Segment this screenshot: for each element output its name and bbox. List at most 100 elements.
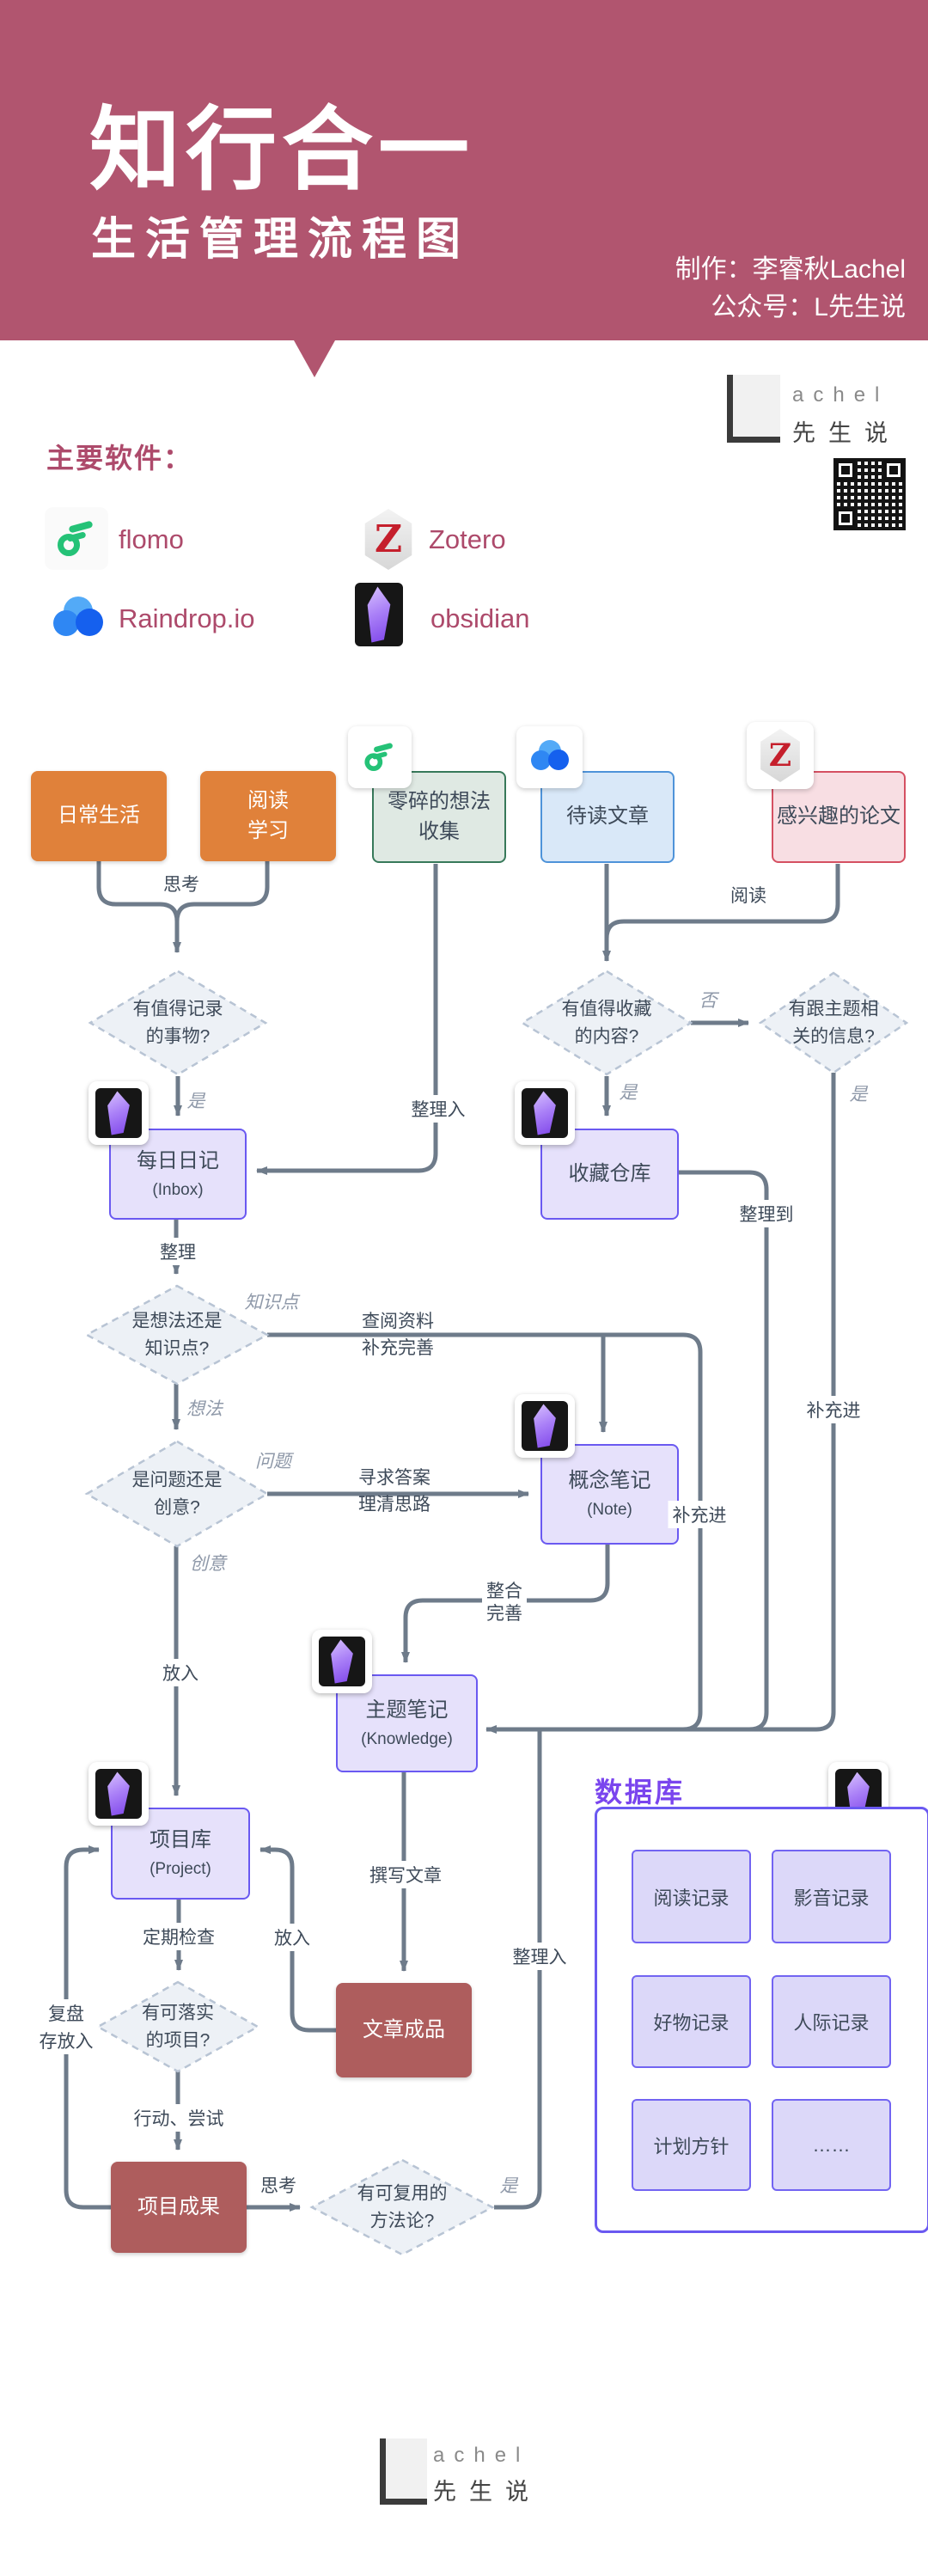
decision-idea-or-knowledge-label: 是想法还是 知识点? <box>131 1311 223 1359</box>
edge-label-creative: 创意 <box>190 1554 226 1574</box>
edge-label-question: 问题 <box>255 1452 291 1472</box>
software-item-raindrop: Raindrop.io <box>119 603 255 633</box>
raindrop-icon-small <box>516 726 583 788</box>
decision-reusable <box>309 2158 495 2256</box>
edge-label-supplement-a: 补充进 <box>668 1501 731 1528</box>
obsidian-badge-topic-note <box>312 1630 372 1693</box>
obsidian-badge-project-lib <box>89 1762 149 1826</box>
edge-reusable-organize-into <box>494 1731 542 2210</box>
edge-label-review-b: 存放入 <box>34 2027 98 2054</box>
decision-idea-or-knowledge <box>84 1284 270 1386</box>
zotero-icon: Z <box>364 509 412 570</box>
db-item-more: …… <box>772 2099 891 2191</box>
database-label: 数据库 <box>595 1777 686 1808</box>
decision-actionable-label: 有可落实 的项目? <box>142 2003 214 2051</box>
software-item-obsidian: obsidian <box>430 603 530 633</box>
obsidian-badge-daily-note <box>89 1081 149 1145</box>
edge-organize-to <box>675 1170 769 1732</box>
edge-label-read: 阅读 <box>730 886 766 906</box>
brand-cn: 先生说 <box>792 420 901 446</box>
edge-label-put-in-1: 放入 <box>158 1659 203 1686</box>
edge-label-organize: 整理 <box>156 1238 200 1265</box>
decision-question-or-creative-label: 是问题还是 创意? <box>131 1470 223 1518</box>
edge-label-organize-into: 整理入 <box>406 1095 470 1123</box>
db-item-goods: 好物记录 <box>632 1975 751 2068</box>
brand-latin: achel <box>792 383 889 407</box>
node-daily-life: 日常生活 <box>31 771 167 861</box>
decision-actionable <box>95 1980 260 2073</box>
software-item-zotero: Zotero <box>429 524 506 554</box>
zotero-icon-small: Z <box>747 722 814 789</box>
edge-consult-long <box>267 1332 703 1732</box>
edge-topic-supplement <box>485 1073 836 1734</box>
decision-collect-label: 有值得收藏 的内容? <box>561 999 652 1047</box>
decision-topic-related-label: 有跟主题相 关的信息? <box>788 999 879 1047</box>
edge-label-knowledge-point: 知识点 <box>244 1293 299 1312</box>
brand-cn-bottom: 先生说 <box>433 2479 541 2505</box>
brand-latin-bottom: achel <box>433 2444 530 2467</box>
obsidian-icon <box>355 583 403 646</box>
edge-label-write-article: 撰写文章 <box>365 1861 446 1888</box>
software-heading: 主要软件： <box>46 443 193 474</box>
node-concept-note: 概念笔记 (Note) <box>540 1444 679 1545</box>
brand-logo-top: achel 先生说 <box>727 375 888 446</box>
page-title: 知行合一 <box>89 100 474 201</box>
page-subtitle: 生活管理流程图 <box>91 215 471 265</box>
edge-label-yes-record: 是 <box>186 1092 205 1111</box>
edge-label-seek-b: 理清思路 <box>358 1495 430 1514</box>
db-item-reading: 阅读记录 <box>632 1850 751 1943</box>
edge-label-act-try: 行动、尝试 <box>129 2104 229 2132</box>
edge-organize-into-daily <box>256 864 438 1175</box>
edge-label-consult-a: 查阅资料 <box>362 1312 434 1331</box>
flomo-icon-small <box>348 726 412 788</box>
software-item-flomo: flomo <box>119 524 184 554</box>
node-reading-study: 阅读 学习 <box>200 771 336 861</box>
db-item-people: 人际记录 <box>772 1975 891 2068</box>
edge-label-review-a: 复盘 <box>44 1999 89 2027</box>
decision-record-label: 有值得记录 的事物? <box>132 999 223 1047</box>
credits: 制作：李睿秋Lachel 公众号：L先生说 <box>675 251 906 327</box>
flomo-icon <box>45 507 108 570</box>
edge-label-idea: 想法 <box>186 1399 223 1419</box>
edge-label-no-collect: 否 <box>699 991 717 1011</box>
brand-l-icon-bottom <box>380 2438 427 2505</box>
obsidian-badge-concept-note <box>515 1394 575 1458</box>
decision-question-or-creative <box>84 1440 270 1548</box>
db-item-media: 影音记录 <box>772 1850 891 1943</box>
decision-reusable-label: 有可复用的 方法论? <box>357 2183 448 2231</box>
decision-topic-related <box>758 971 909 1074</box>
node-idea-collection: 零碎的想法 收集 <box>372 771 506 863</box>
decision-record <box>88 970 268 1076</box>
edge-label-yes-collect: 是 <box>619 1083 638 1103</box>
decision-collect <box>520 970 693 1076</box>
edge-label-supplement-c: 补充进 <box>802 1396 865 1423</box>
brand-l-icon <box>727 375 780 443</box>
edge-papers-read <box>604 864 840 939</box>
raindrop-icon <box>53 597 103 641</box>
qr-code <box>833 458 906 530</box>
db-item-plans: 计划方针 <box>632 2099 751 2191</box>
obsidian-badge-collection-repo <box>515 1081 575 1145</box>
edge-label-think-2: 思考 <box>260 2176 296 2196</box>
brand-logo-bottom: achel 先生说 <box>380 2438 528 2505</box>
edge-label-integrate-b: 完善 <box>482 1599 527 1626</box>
edge-label-consult-b: 补充完善 <box>362 1338 434 1358</box>
edge-label-seek-a: 寻求答案 <box>358 1468 430 1488</box>
node-project-outcome: 项目成果 <box>111 2162 247 2253</box>
edge-label-organize-to: 整理到 <box>735 1200 798 1227</box>
node-to-read: 待读文章 <box>540 771 675 863</box>
edge-label-put-in-2: 放入 <box>270 1924 314 1951</box>
header-pointer <box>294 340 335 377</box>
node-papers: 感兴趣的论文 <box>772 771 906 863</box>
credit-author: 制作：李睿秋Lachel <box>675 255 906 284</box>
edge-label-yes-reusable: 是 <box>499 2176 518 2196</box>
edge-think-right <box>174 861 270 922</box>
edge-label-periodic-check: 定期检查 <box>138 1923 219 1950</box>
edge-label-think: 思考 <box>163 875 199 895</box>
node-article-final: 文章成品 <box>336 1983 472 2077</box>
edge-label-organize-into-2: 整理入 <box>508 1943 571 1970</box>
edge-label-yes-topic: 是 <box>849 1085 868 1104</box>
header-banner: 知行合一 生活管理流程图 制作：李睿秋Lachel 公众号：L先生说 <box>0 0 928 340</box>
